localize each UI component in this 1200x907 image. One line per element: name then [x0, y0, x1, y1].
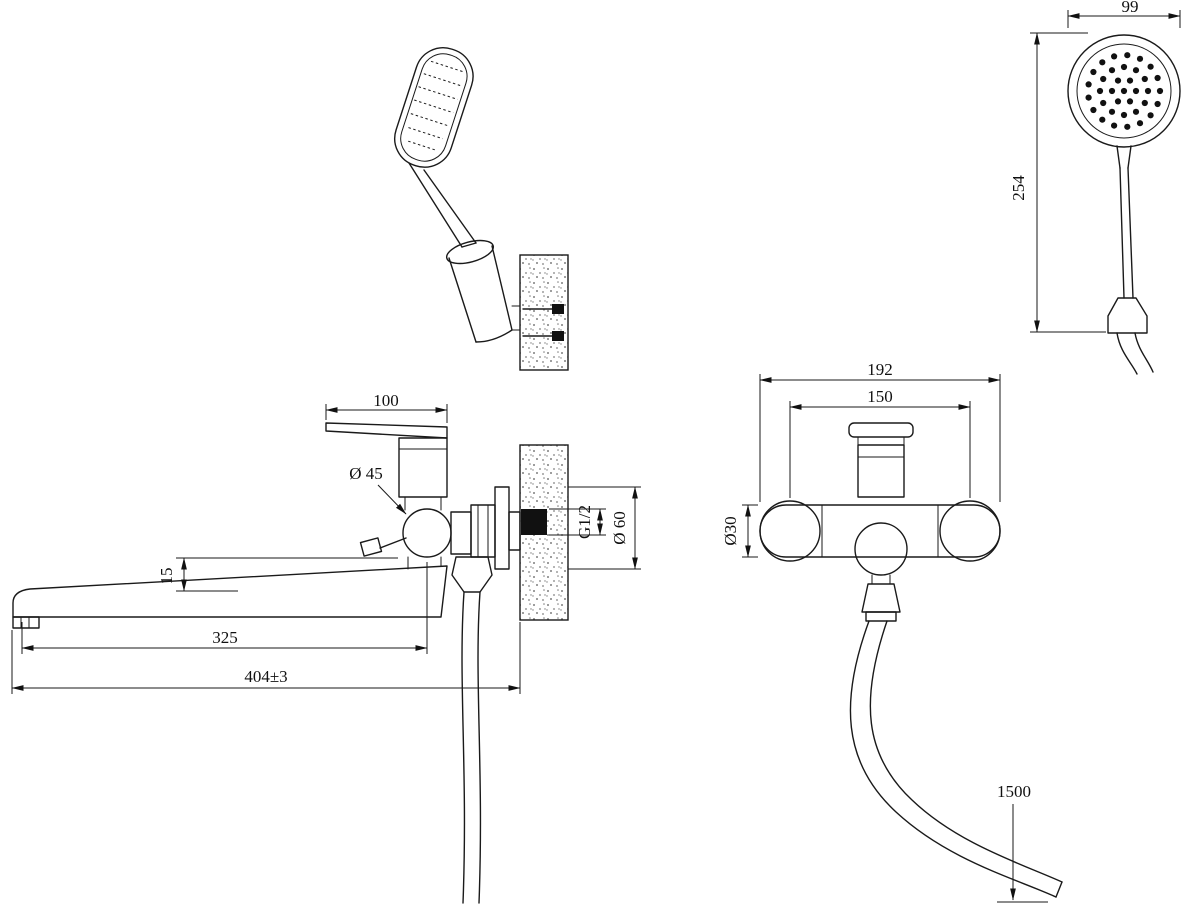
handshower-bracket-view — [394, 47, 569, 371]
handshower-head — [394, 47, 474, 168]
escutcheon-side — [494, 486, 510, 570]
shower-face-dots — [1085, 52, 1164, 130]
handshower-handle — [408, 162, 477, 248]
dim-wall-hole-diameter: Ø 60 — [568, 486, 641, 570]
shower-hose-side — [461, 591, 482, 904]
showerhead-outer-circle — [1067, 34, 1181, 148]
dim-thread-label: G1/2 — [575, 505, 594, 539]
dim-wall-hole-diameter-label: Ø 60 — [610, 511, 629, 545]
dim-lever-length-label: 100 — [373, 391, 399, 410]
hose-cone-front — [861, 583, 901, 613]
dim-overall-width: 192 — [759, 360, 1001, 502]
dim-head-diameter-label: 99 — [1122, 0, 1139, 16]
body-union — [450, 511, 472, 555]
wall-pipe — [508, 511, 521, 551]
mixer-body-front — [759, 504, 1001, 558]
dim-overall-width-label: 192 — [867, 360, 893, 379]
valve-housing-circle — [402, 508, 452, 558]
shower-hose-front — [849, 620, 1063, 898]
spray-nozzle-rows — [408, 60, 464, 151]
hose-cone-detail — [1107, 297, 1148, 334]
diverter-pull-knob — [359, 537, 407, 557]
dim-spout-drop-label: 15 — [157, 568, 176, 585]
hose-stub-detail — [1116, 332, 1154, 375]
aerator-tip — [12, 616, 40, 629]
hex-nut-side — [470, 504, 496, 558]
dim-spout-length: 325 — [21, 562, 428, 654]
lever-handle-side — [325, 422, 448, 439]
diverter-front — [854, 522, 908, 576]
wall-pipe-cross-section — [521, 509, 547, 535]
dim-spout-drop: 15 — [157, 557, 398, 592]
dim-tube-diameter-label: Ø30 — [721, 516, 740, 545]
left-escutcheon-front — [759, 500, 821, 562]
dim-shower-height: 254 — [1009, 32, 1106, 333]
dim-head-diameter: 99 — [1067, 0, 1181, 28]
dim-centers: 150 — [789, 387, 971, 498]
dim-overall-length: 404±3 — [11, 622, 521, 694]
right-escutcheon-front — [939, 500, 1001, 562]
dim-body-diameter: Ø 45 — [349, 464, 407, 515]
showerhead-face-circle — [1076, 43, 1172, 139]
wall-bracket-cup — [445, 239, 521, 343]
mixer-body-side — [398, 437, 448, 498]
mixer-front-view — [759, 422, 1063, 898]
cartridge-cylinder-front — [857, 444, 905, 498]
dim-centers-label: 150 — [867, 387, 893, 406]
dim-hose-length-label: 1500 — [997, 782, 1031, 801]
showerhead-handle — [1116, 145, 1134, 299]
mounting-screws — [522, 304, 564, 341]
dim-overall-length-label: 404±3 — [244, 667, 287, 686]
dim-shower-height-label: 254 — [1009, 175, 1028, 201]
hose-connector-side — [451, 556, 493, 593]
dim-tube-diameter: Ø30 — [721, 504, 758, 558]
lever-cap-front — [848, 422, 914, 438]
dim-body-diameter-label: Ø 45 — [349, 464, 383, 483]
showerhead-detail-view — [1067, 34, 1181, 375]
dim-spout-length-label: 325 — [212, 628, 238, 647]
hose-nut-front — [865, 611, 897, 622]
dim-lever-length: 100 — [325, 391, 448, 423]
dim-thread: G1/2 — [549, 505, 606, 539]
mixer-side-view — [12, 422, 569, 904]
dim-hose-length: 1500 — [997, 782, 1048, 903]
long-spout — [12, 556, 448, 629]
